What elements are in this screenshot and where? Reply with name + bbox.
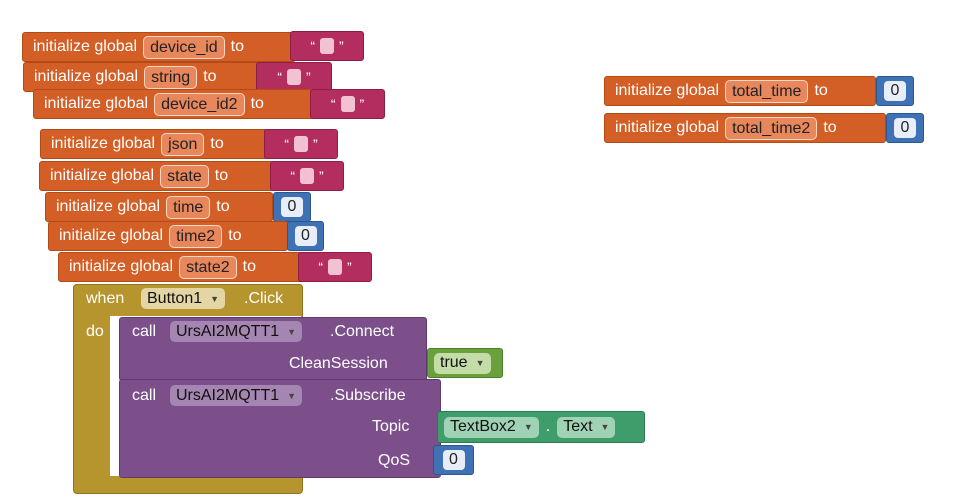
- variable-name[interactable]: state2: [179, 255, 237, 279]
- to-keyword: to: [210, 135, 224, 152]
- number-value[interactable]: 0: [886, 113, 924, 143]
- call-component-dropdown[interactable]: UrsAI2MQTT1▼: [170, 321, 303, 342]
- number-value[interactable]: 0: [433, 445, 474, 475]
- number-value[interactable]: 0: [876, 76, 914, 106]
- variable-name[interactable]: time2: [169, 224, 223, 248]
- text-value[interactable]: “”: [256, 62, 332, 92]
- to-keyword: to: [250, 95, 264, 112]
- number-value-field[interactable]: 0: [281, 197, 303, 217]
- text-value[interactable]: “”: [290, 31, 364, 61]
- init-global-state[interactable]: initialize global state to: [39, 161, 275, 191]
- method-name: .Subscribe: [330, 387, 406, 404]
- variable-name[interactable]: string: [144, 65, 198, 89]
- number-value-field[interactable]: 0: [294, 226, 317, 246]
- dropdown-arrow-icon: ▼: [287, 390, 297, 401]
- init-global-total-time2[interactable]: initialize global total_time2 to: [604, 113, 886, 143]
- init-global-device-id[interactable]: initialize global device_id to: [22, 32, 296, 62]
- boolean-block[interactable]: true▼: [427, 348, 503, 378]
- when-keyword: when: [86, 290, 125, 307]
- param-label-cleansession: CleanSession: [289, 355, 388, 372]
- init-keyword: initialize global: [615, 119, 720, 136]
- number-value-field[interactable]: 0: [884, 81, 906, 101]
- getter-property-dropdown[interactable]: Text▼: [557, 416, 616, 438]
- text-value[interactable]: “”: [298, 252, 372, 282]
- getter-dot: .: [545, 418, 551, 435]
- init-keyword: initialize global: [50, 167, 155, 184]
- text-value-field[interactable]: [340, 96, 355, 112]
- text-value-field[interactable]: [328, 259, 342, 275]
- call-keyword: call: [132, 387, 157, 404]
- init-keyword: initialize global: [56, 198, 161, 215]
- dropdown-arrow-icon: ▼: [287, 326, 297, 337]
- text-value[interactable]: “”: [310, 89, 385, 119]
- component-property-getter[interactable]: TextBox2▼ . Text▼: [437, 411, 645, 443]
- number-value-field[interactable]: 0: [442, 450, 465, 470]
- variable-name[interactable]: device_id: [143, 35, 225, 59]
- dropdown-arrow-icon: ▼: [600, 422, 610, 432]
- init-keyword: initialize global: [69, 258, 174, 275]
- to-keyword: to: [823, 119, 837, 136]
- number-value[interactable]: 0: [273, 192, 311, 222]
- variable-name[interactable]: json: [161, 132, 205, 156]
- dropdown-arrow-icon: ▼: [210, 293, 220, 304]
- event-component-dropdown[interactable]: Button1▼: [141, 288, 226, 309]
- param-label-qos: QoS: [378, 452, 411, 469]
- init-global-state2[interactable]: initialize global state2 to: [58, 252, 303, 282]
- number-value[interactable]: 0: [287, 221, 324, 251]
- text-value-field[interactable]: [300, 168, 314, 184]
- method-name: .Connect: [330, 323, 395, 340]
- text-value[interactable]: “”: [264, 129, 338, 159]
- variable-name[interactable]: time: [166, 195, 211, 219]
- init-keyword: initialize global: [33, 38, 138, 55]
- to-keyword: to: [216, 198, 230, 215]
- to-keyword: to: [814, 82, 828, 99]
- do-keyword: do: [86, 323, 104, 340]
- init-keyword: initialize global: [59, 227, 164, 244]
- variable-name[interactable]: state: [160, 164, 209, 188]
- variable-name[interactable]: total_time: [725, 79, 809, 103]
- text-value-field[interactable]: [294, 136, 308, 152]
- dropdown-arrow-icon: ▼: [523, 422, 533, 432]
- to-keyword: to: [228, 227, 242, 244]
- getter-component-dropdown[interactable]: TextBox2▼: [444, 416, 539, 438]
- init-keyword: initialize global: [51, 135, 156, 152]
- variable-name[interactable]: total_time2: [725, 116, 818, 140]
- init-keyword: initialize global: [44, 95, 149, 112]
- to-keyword: to: [242, 258, 256, 275]
- call-component-dropdown[interactable]: UrsAI2MQTT1▼: [170, 385, 303, 406]
- init-global-total-time[interactable]: initialize global total_time to: [604, 76, 876, 106]
- dropdown-arrow-icon: ▼: [475, 358, 485, 368]
- boolean-dropdown[interactable]: true▼: [434, 352, 491, 374]
- variable-name[interactable]: device_id2: [154, 92, 245, 116]
- init-global-string[interactable]: initialize global string to: [23, 62, 261, 92]
- init-global-time[interactable]: initialize global time to: [45, 192, 273, 222]
- init-keyword: initialize global: [34, 68, 139, 85]
- init-global-time2[interactable]: initialize global time2 to: [48, 221, 288, 251]
- event-name: .Click: [244, 290, 284, 307]
- call-keyword: call: [132, 323, 157, 340]
- param-label-topic: Topic: [372, 418, 410, 435]
- init-global-json[interactable]: initialize global json to: [40, 129, 270, 159]
- init-global-device-id2[interactable]: initialize global device_id2 to: [33, 89, 315, 119]
- text-value[interactable]: “”: [270, 161, 344, 191]
- init-keyword: initialize global: [615, 82, 720, 99]
- to-keyword: to: [214, 167, 229, 184]
- to-keyword: to: [230, 38, 245, 55]
- text-value-field[interactable]: [320, 38, 334, 54]
- to-keyword: to: [203, 68, 217, 85]
- text-value-field[interactable]: [287, 69, 301, 85]
- number-value-field[interactable]: 0: [894, 118, 916, 138]
